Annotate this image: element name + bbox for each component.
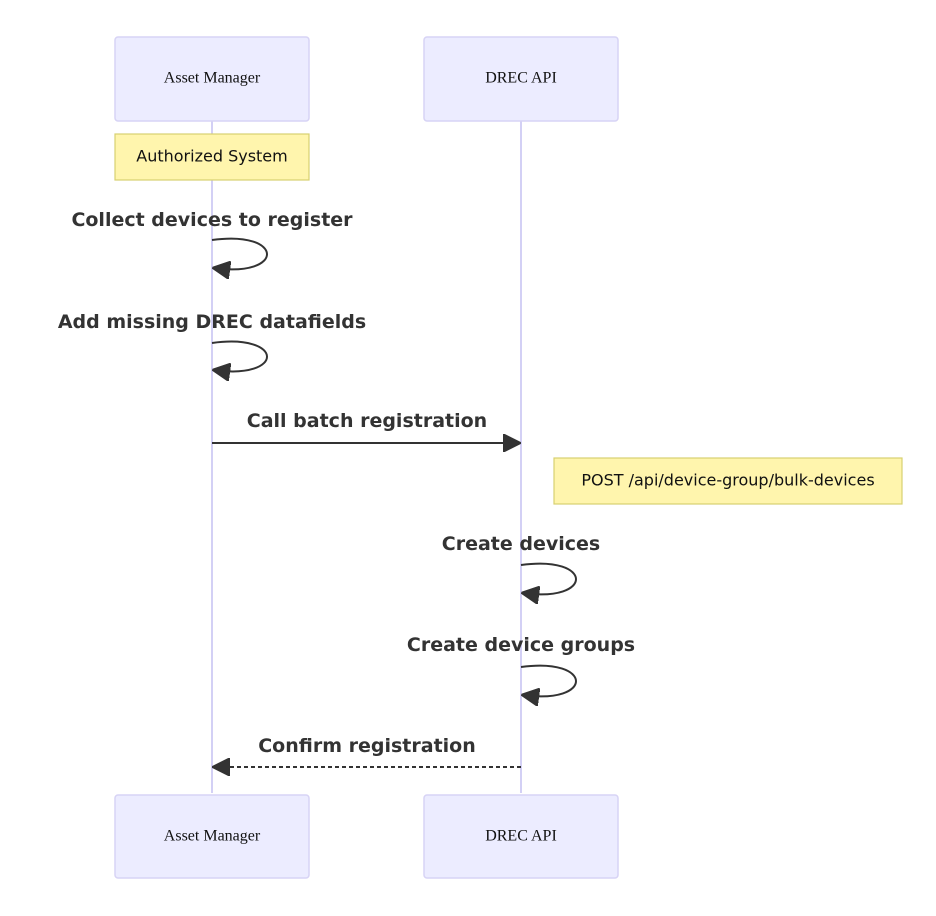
asset-manager-actor-top[interactable]: Asset Manager — [114, 36, 310, 122]
self-loop-arrow-create-groups — [521, 664, 577, 697]
note-post-endpoint: POST /api/device-group/bulk-devices — [553, 457, 903, 505]
note-authorized-system-text: Authorized System — [136, 147, 287, 166]
drec-api-label-bottom: DREC API — [485, 828, 557, 845]
message-create-devices: Create devices — [442, 533, 600, 555]
message-confirm-registration: Confirm registration — [258, 735, 476, 757]
self-loop-arrow-create-devices — [521, 562, 577, 595]
self-loop-arrow-add-fields — [212, 340, 268, 372]
drec-api-actor-top[interactable]: DREC API — [423, 36, 619, 122]
self-loop-arrow-collect — [212, 237, 268, 270]
asset-manager-label-bottom: Asset Manager — [164, 828, 261, 845]
drec-api-label-top: DREC API — [485, 70, 557, 87]
message-collect-devices: Collect devices to register — [71, 209, 353, 231]
drec-api-actor-bottom[interactable]: DREC API — [423, 794, 619, 879]
note-post-endpoint-text: POST /api/device-group/bulk-devices — [581, 471, 874, 490]
message-create-device-groups: Create device groups — [407, 634, 635, 656]
message-call-batch-registration: Call batch registration — [247, 410, 487, 432]
asset-manager-label-top: Asset Manager — [164, 70, 261, 87]
message-add-missing-fields: Add missing DREC datafields — [58, 311, 366, 333]
note-authorized-system: Authorized System — [114, 133, 310, 181]
asset-manager-actor-bottom[interactable]: Asset Manager — [114, 794, 310, 879]
